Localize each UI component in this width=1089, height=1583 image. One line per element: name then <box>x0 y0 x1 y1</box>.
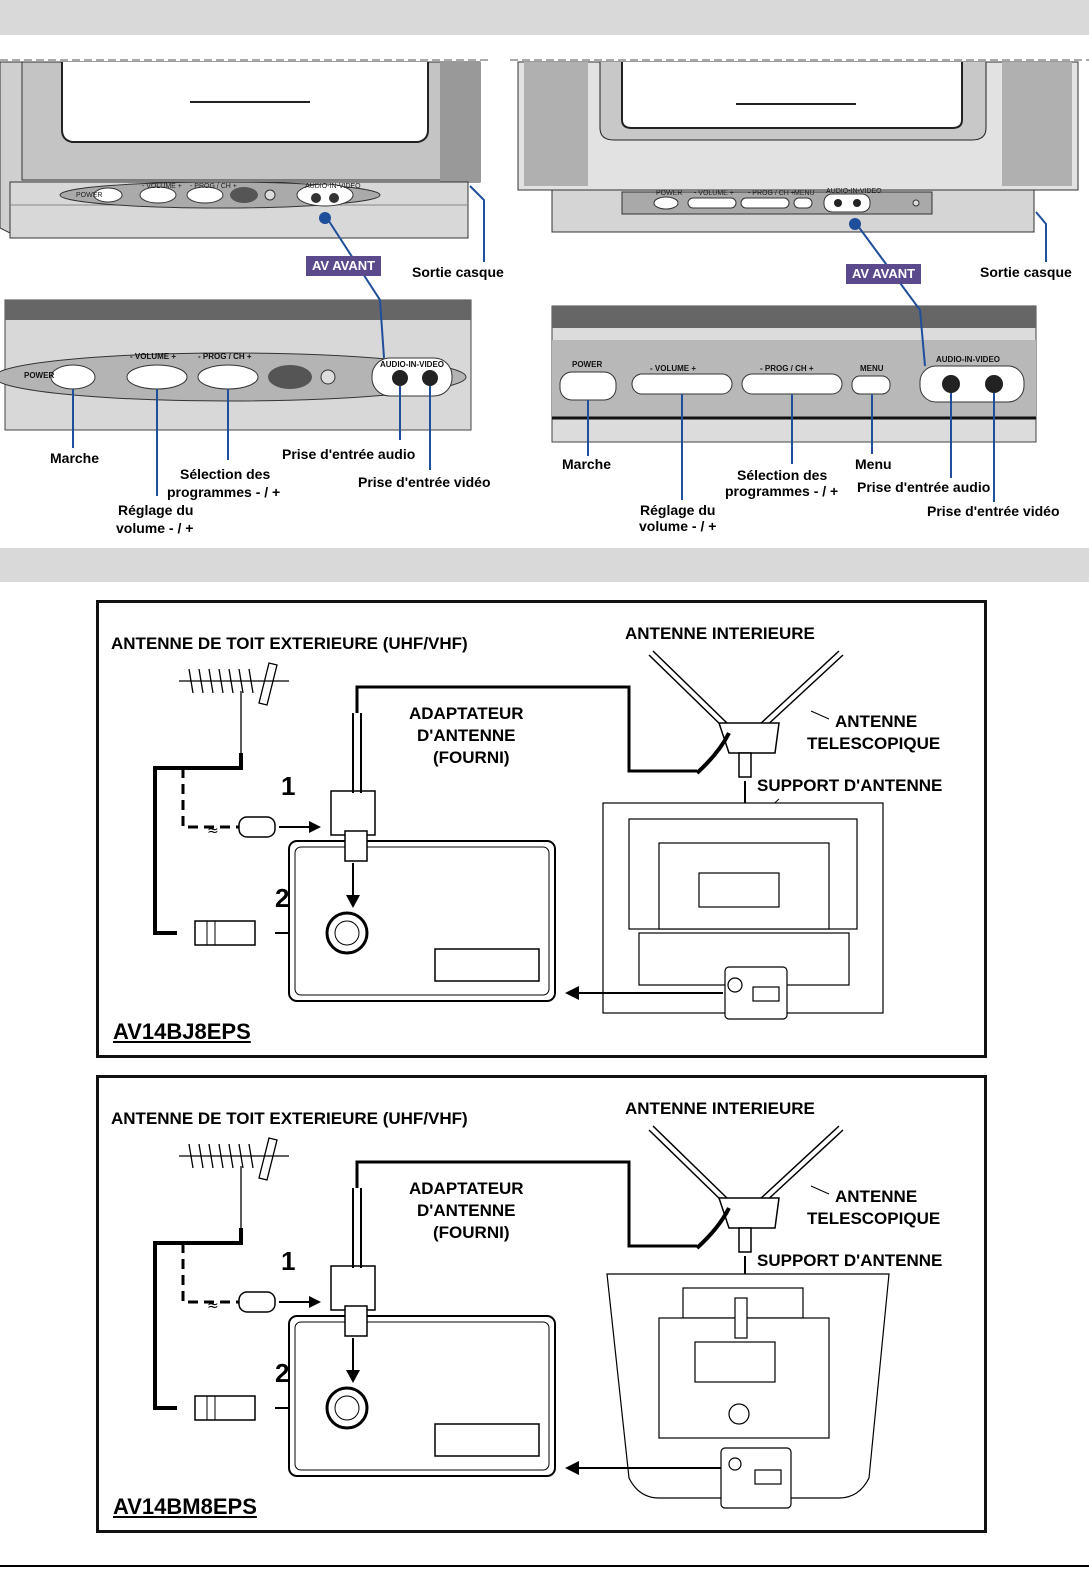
zoom-right-av-label: AUDIO-IN-VIDEO <box>936 355 1000 364</box>
left-video-in-label: Prise d'entrée vidéo <box>358 474 491 490</box>
tv-left-prog-label: - PROG / CH + <box>190 183 237 190</box>
zoom-right-prog-label: - PROG / CH + <box>760 364 814 373</box>
tv-right-power-label: POWER <box>656 190 683 197</box>
middle-band <box>0 548 1089 582</box>
left-audio-in-label: Prise d'entrée audio <box>282 446 416 462</box>
tv-left-av-label: AUDIO-IN-VIDEO <box>305 183 361 190</box>
left-volume-line1: Réglage du <box>118 502 194 518</box>
indoor-antenna-label-1: ANTENNE INTERIEURE <box>625 624 815 643</box>
step-2-number-1: 2 <box>275 883 290 913</box>
av-avant-tag-right: AV AVANT <box>846 264 922 284</box>
zoom-left-av-label: AUDIO-IN-VIDEO <box>380 360 444 369</box>
tv-left-volume-label: - VOLUME + <box>142 183 182 190</box>
tv-left-power-label: POWER <box>76 192 103 199</box>
model-label-2: AV14BM8EPS <box>113 1494 257 1519</box>
headphone-label-left: Sortie casque <box>412 264 504 280</box>
right-volume-line1: Réglage du <box>640 502 716 518</box>
svg-text:≈: ≈ <box>207 1298 219 1314</box>
left-volume-line2: volume - / + <box>116 520 194 536</box>
outdoor-antenna-label-1: ANTENNE DE TOIT EXTERIEURE (UHF/VHF) <box>111 634 468 653</box>
left-prog-line2: programmes - / + <box>167 484 281 500</box>
tv-right-menu-label: MENU <box>794 190 815 197</box>
adapter-line3-2: (FOURNI) <box>433 1223 510 1242</box>
right-volume-line2: volume - / + <box>639 518 717 534</box>
left-marche-label: Marche <box>50 450 100 466</box>
zoom-left-prog-label: - PROG / CH + <box>198 352 252 361</box>
top-band <box>0 0 1089 35</box>
zoom-left-volume-label: - VOLUME + <box>130 352 177 361</box>
step-1-number-2: 1 <box>281 1246 296 1276</box>
right-marche-label: Marche <box>562 456 612 472</box>
antenna-diagram-1: ≈ <box>153 650 884 1020</box>
av-avant-tag-left: AV AVANT <box>306 256 382 276</box>
tv-right-volume-label: - VOLUME + <box>694 190 734 197</box>
connection-panel-2: ≈ <box>96 1075 987 1533</box>
outdoor-antenna-label-2: ANTENNE DE TOIT EXTERIEURE (UHF/VHF) <box>111 1109 468 1128</box>
zoom-right-volume-label: - VOLUME + <box>650 364 697 373</box>
telescopic-line2-1: TELESCOPIQUE <box>807 734 941 753</box>
adapter-line1-2: ADAPTATEUR <box>409 1179 524 1198</box>
tv-right-av-label: AUDIO-IN-VIDEO <box>826 188 882 195</box>
tv-front-left <box>0 59 490 496</box>
connection-panel-1: ≈ <box>96 600 987 1058</box>
zoom-right-power-label: POWER <box>572 360 603 369</box>
telescopic-line1-1: ANTENNE <box>835 712 918 731</box>
zoom-right-menu-label: MENU <box>860 364 884 373</box>
adapter-line1-1: ADAPTATEUR <box>409 704 524 723</box>
headphone-label-right: Sortie casque <box>980 264 1072 280</box>
right-video-in-label: Prise d'entrée vidéo <box>927 503 1060 519</box>
svg-text:≈: ≈ <box>207 823 219 839</box>
bottom-rule <box>0 1565 1089 1567</box>
zoom-left-power-label: POWER <box>24 371 55 380</box>
right-prog-line1: Sélection des <box>737 467 828 483</box>
left-prog-line1: Sélection des <box>180 466 271 482</box>
adapter-line2-1: D'ANTENNE <box>417 726 516 745</box>
right-prog-line2: programmes - / + <box>725 483 839 499</box>
tv-front-right <box>510 59 1089 502</box>
tv-right-prog-label: - PROG / CH + <box>748 190 795 197</box>
model-label-1: AV14BJ8EPS <box>113 1019 251 1044</box>
telescopic-line1-2: ANTENNE <box>835 1187 918 1206</box>
step-2-number-2: 2 <box>275 1358 290 1388</box>
support-label-1: SUPPORT D'ANTENNE <box>757 776 943 795</box>
step-1-number-1: 1 <box>281 771 296 801</box>
adapter-line2-2: D'ANTENNE <box>417 1201 516 1220</box>
support-label-2: SUPPORT D'ANTENNE <box>757 1251 943 1270</box>
right-menu-label: Menu <box>855 456 892 472</box>
antenna-diagram-2: ≈ <box>153 1125 890 1509</box>
telescopic-line2-2: TELESCOPIQUE <box>807 1209 941 1228</box>
right-audio-in-label: Prise d'entrée audio <box>857 479 991 495</box>
indoor-antenna-label-2: ANTENNE INTERIEURE <box>625 1099 815 1118</box>
adapter-line3-1: (FOURNI) <box>433 748 510 767</box>
